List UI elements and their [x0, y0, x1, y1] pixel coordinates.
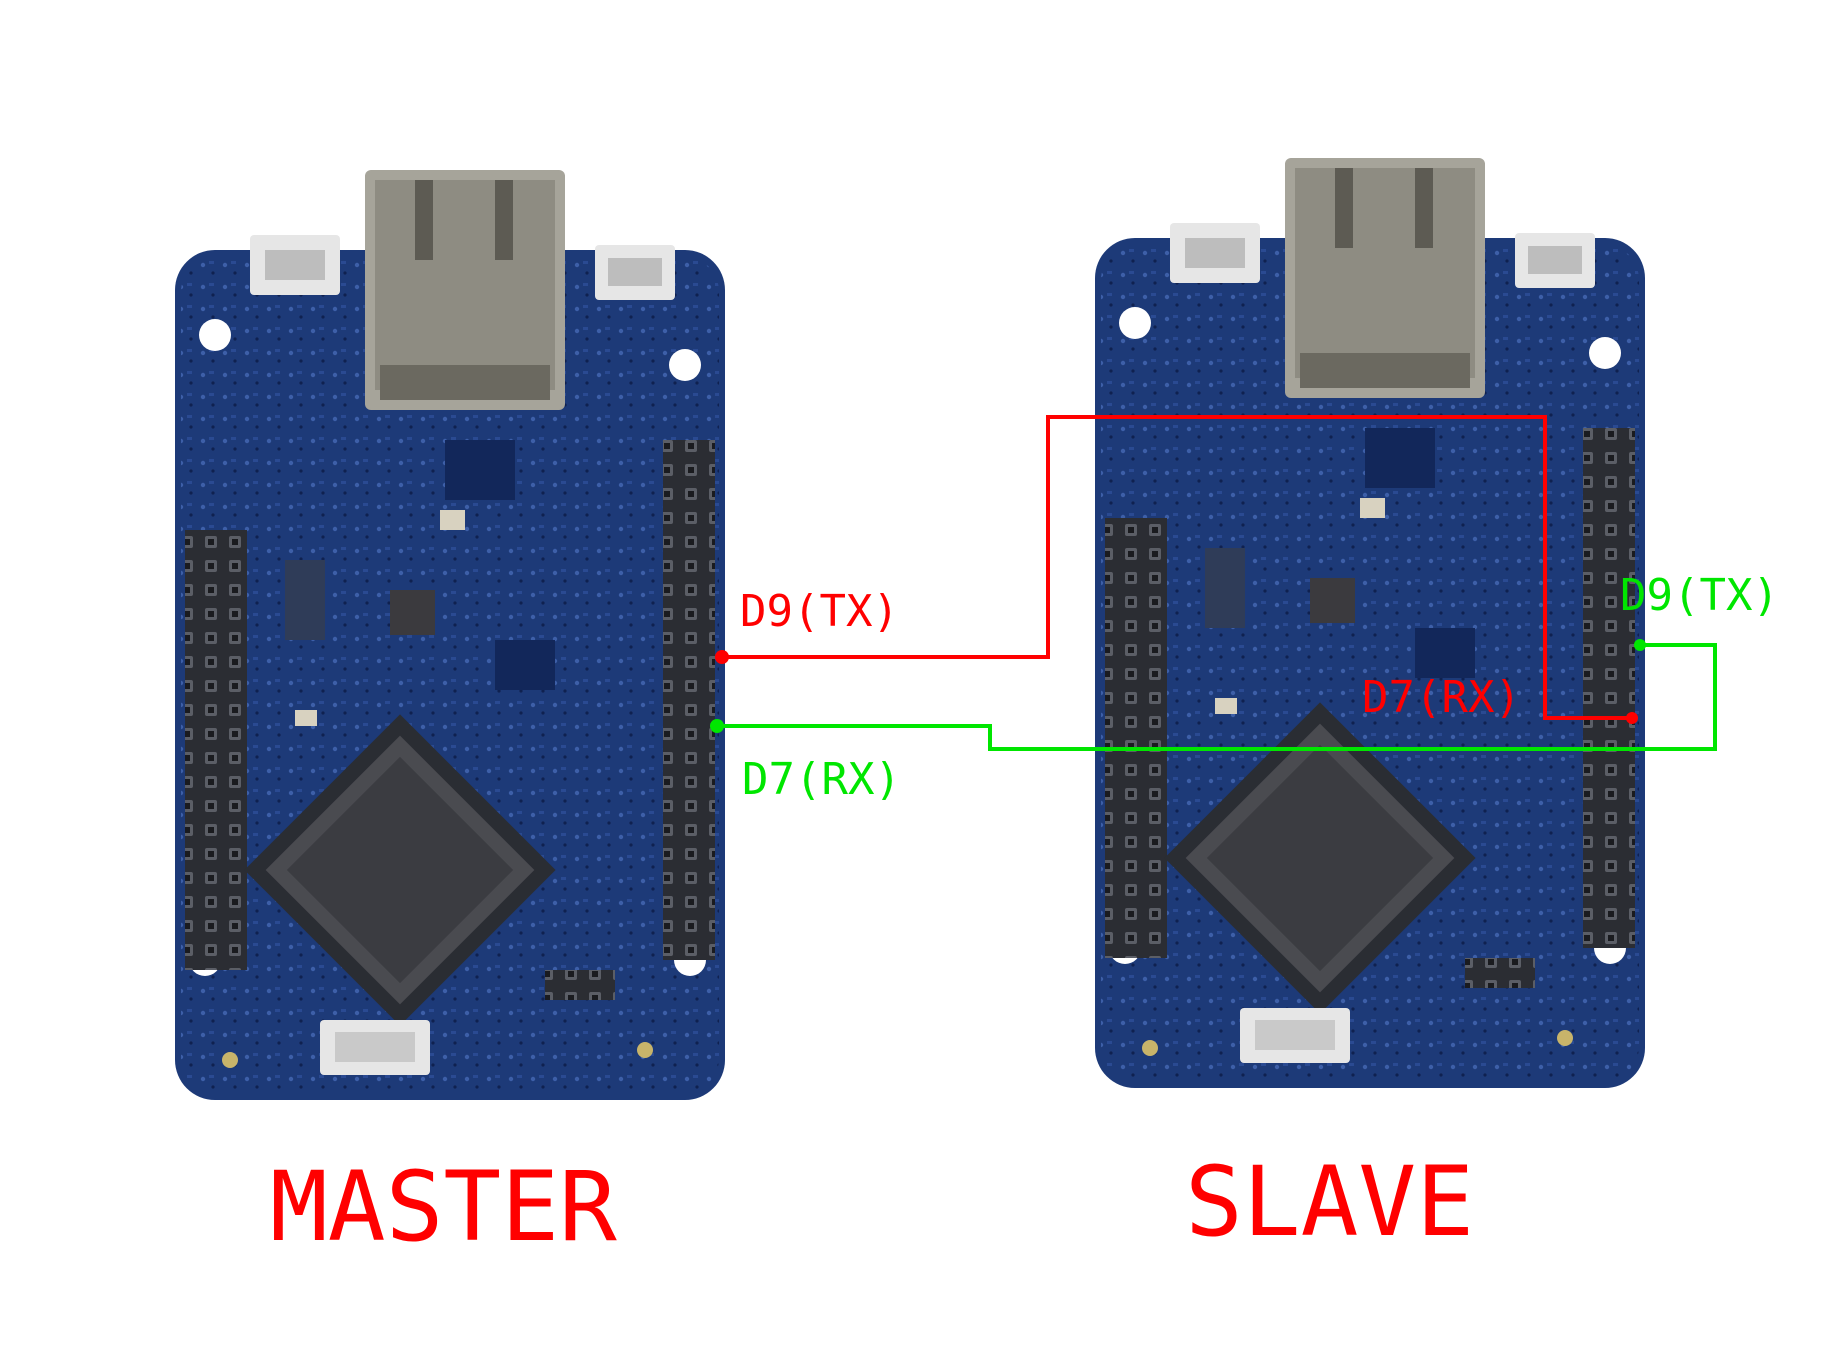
slave-tx-label: D9(TX)	[1620, 570, 1779, 621]
slave-rx-label: D7(RX)	[1362, 672, 1521, 723]
master-tx-label: D9(TX)	[740, 586, 899, 637]
master-board-icon	[175, 170, 725, 1100]
slave-tx-pin	[1634, 639, 1646, 651]
slave-rx-pin	[1626, 712, 1638, 724]
slave-title: SLAVE	[1185, 1146, 1474, 1258]
master-rx-label: D7(RX)	[742, 754, 901, 805]
master-rx-pin	[710, 719, 724, 733]
master-title: MASTER	[270, 1151, 617, 1263]
master-tx-pin	[715, 650, 729, 664]
slave-board-icon	[1095, 158, 1645, 1088]
